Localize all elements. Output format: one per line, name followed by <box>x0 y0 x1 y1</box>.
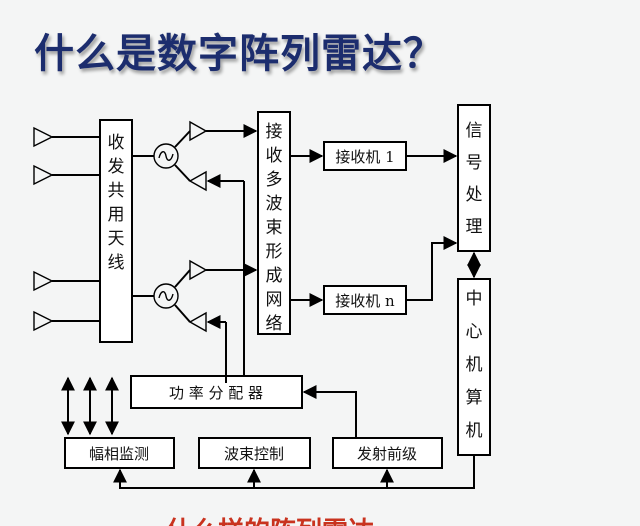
transmit-preamp-box <box>332 437 443 469</box>
antenna-element-4 <box>33 310 100 332</box>
amp-phase-monitor-label: 幅相监测 <box>89 445 149 463</box>
tx-amplifier-lower-icon <box>188 311 207 333</box>
power-divider-label: 功 率 分 配 器 <box>169 384 263 402</box>
tx-amplifier-upper-icon <box>188 170 207 192</box>
rx-amplifier-lower-icon <box>189 259 208 281</box>
control-bus-to-monitor <box>113 455 475 489</box>
central-computer-label: 中心机算机 <box>466 289 483 441</box>
antenna-element-1 <box>33 126 100 148</box>
beamformer-label: 接收多波束形成网络 <box>266 122 283 334</box>
signal-processor-box <box>457 104 491 252</box>
tr-channel-lower <box>132 259 258 383</box>
amp-phase-monitor-box <box>64 437 175 469</box>
beamformer-box <box>257 111 291 335</box>
duplexer-label: 收发共用天线 <box>108 133 125 273</box>
antenna-element-2 <box>33 164 100 186</box>
antenna-element-3 <box>33 270 100 292</box>
power-divider-box <box>130 375 303 409</box>
preamp-to-divider-arrow <box>302 385 357 438</box>
circulator-upper-icon <box>153 143 179 169</box>
slide-title: 什么是数字阵列雷达？ <box>34 31 444 77</box>
tr-channel-upper <box>132 120 258 383</box>
receiver-1-label: 接收机 1 <box>335 148 394 166</box>
rxn-to-sp-arrow <box>406 236 458 301</box>
bottom-caption: 什么样的阵列雷达 <box>166 516 374 526</box>
receiver-n-box <box>323 285 407 315</box>
receiver-n-label: 接收机 n <box>335 292 395 310</box>
circulator-lower-icon <box>153 283 179 309</box>
duplexer-box <box>99 119 133 343</box>
beam-control-box <box>198 437 311 469</box>
beam-control-label: 波束控制 <box>224 445 284 463</box>
transmit-preamp-label: 发射前级 <box>357 445 417 463</box>
rx-amplifier-upper-icon <box>189 120 208 142</box>
signal-processor-label: 信号处理 <box>466 121 483 237</box>
